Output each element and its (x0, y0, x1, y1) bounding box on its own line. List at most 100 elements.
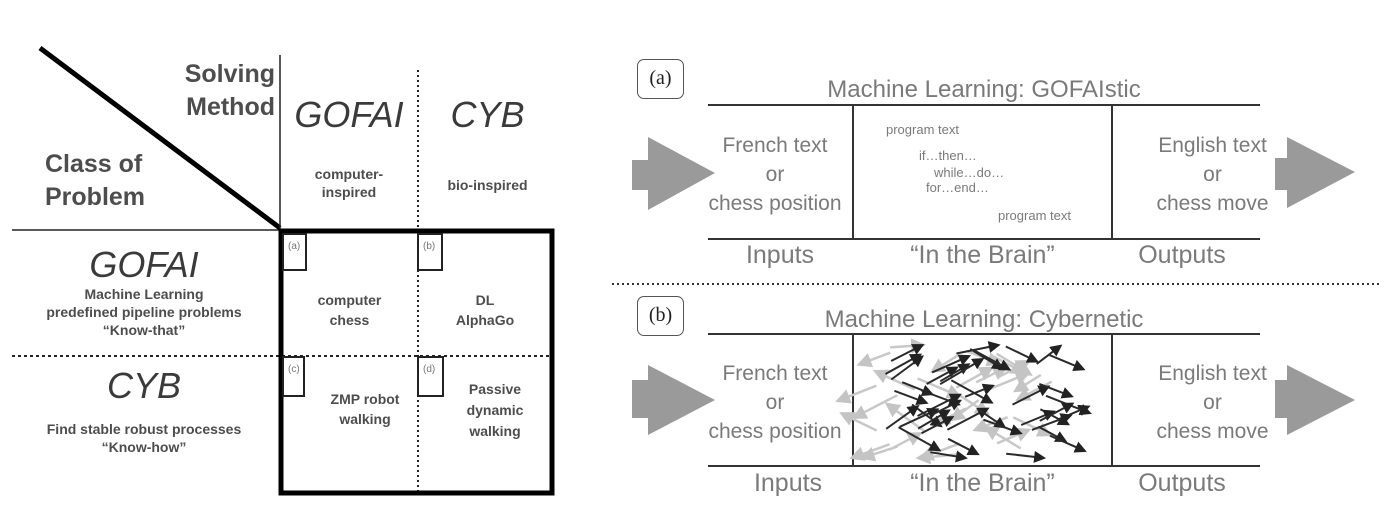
cell-text-line: chess (329, 312, 370, 328)
panel-a-input-arrow-icon (632, 137, 715, 210)
panel-a-title: Machine Learning: GOFAIstic (827, 76, 1141, 103)
network-arrow (1020, 409, 1056, 426)
network-arrow (964, 383, 995, 398)
row-subtitle-line: “Know-how” (101, 439, 187, 455)
network-arrow (1031, 413, 1073, 431)
cell-computer-chess: computer chess (283, 290, 416, 330)
row-subtitle-line: Find stable robust processes (46, 421, 242, 437)
panel-a-output-text: English text or chess move (1130, 131, 1295, 218)
cell-tag-c: (c) (282, 356, 305, 397)
row-header-title-line: Problem (45, 183, 146, 211)
network-arrow-faint (884, 402, 926, 433)
cell-tag-b: (b) (417, 233, 443, 271)
row-subtitle-line: predefined pipeline problems (46, 304, 242, 320)
network-arrow (885, 404, 920, 430)
column-header-title: Solving Method (150, 58, 275, 124)
panel-b-badge: (b) (637, 296, 684, 336)
network-arrow-faint (1015, 380, 1053, 401)
cell-dl-alphago: DL AlphaGo (420, 290, 550, 330)
network-arrow (894, 389, 929, 406)
row-header-title-line: Class of (45, 150, 143, 178)
network-arrow (1039, 402, 1075, 422)
row-header-gofai: GOFAI Machine Learning predefined pipeli… (10, 245, 278, 339)
cell-passive-dynamic-walking: Passive dynamic walking (435, 379, 555, 442)
cell-text-line: walking (339, 411, 391, 427)
network-arrow (931, 399, 963, 416)
panel-a-label-brain: “In the Brain” (910, 241, 1055, 269)
panel-a-badge: (a) (637, 59, 684, 99)
cell-tag-d: (d) (417, 356, 444, 397)
column-header-cyb: CYB bio-inspired (420, 95, 555, 194)
program-text-line: while…do… (934, 165, 1005, 180)
network-arrow (926, 366, 959, 385)
network-arrow (947, 437, 980, 456)
output-line: chess move (1156, 192, 1269, 215)
network-arrow-faint (859, 445, 898, 462)
network-arrow (917, 409, 951, 430)
input-line: or (765, 391, 785, 414)
cell-text-line: Passive (468, 381, 522, 397)
input-line: chess position (708, 420, 842, 443)
cell-zmp-walking: ZMP robot walking (300, 389, 430, 429)
network-arrow (950, 379, 994, 404)
input-line: French text (722, 134, 828, 157)
network-arrow (930, 450, 968, 463)
network-arrow-faint (872, 369, 916, 391)
network-arrow (1049, 434, 1087, 453)
column-subtitle: computer- inspired (283, 165, 415, 201)
input-line: French text (722, 362, 828, 385)
cell-text-line: computer (317, 292, 382, 308)
row-subtitle-line: Machine Learning (84, 286, 204, 302)
panel-b-label-inputs: Inputs (753, 469, 823, 497)
network-arrow (1006, 450, 1047, 463)
network-arrow-faint (929, 354, 959, 373)
row-name: CYB (106, 365, 182, 406)
program-text-line: if…then… (919, 148, 977, 163)
panel-b-input-arrow-icon (632, 365, 715, 435)
panel-a-label-outputs: Outputs (1138, 241, 1226, 269)
column-subtitle-line: bio-inspired (447, 177, 528, 193)
program-text-line: program text (886, 122, 959, 137)
output-line: English text (1158, 362, 1267, 385)
column-subtitle-line: computer- (314, 166, 384, 182)
cell-text-line: AlphaGo (455, 312, 515, 328)
row-header-cyb: CYB Find stable robust processes “Know-h… (10, 366, 278, 456)
network-arrow-faint (851, 394, 898, 419)
network-arrow (1038, 382, 1074, 399)
network-arrow (1036, 344, 1063, 365)
output-line: chess move (1156, 420, 1269, 443)
column-header-title-line: Method (186, 93, 275, 121)
network-arrow (1012, 385, 1051, 406)
network-arrows-dark (885, 341, 1092, 463)
row-subtitle: Machine Learning predefined pipeline pro… (10, 285, 278, 339)
panel-b-label-brain: “In the Brain” (910, 469, 1055, 497)
network-arrow (931, 354, 972, 374)
output-line: or (1203, 163, 1222, 186)
network-arrow (983, 418, 1023, 436)
column-name: GOFAI (294, 94, 404, 135)
network-arrow-faint (1012, 373, 1042, 393)
corner-diagonal-line (38, 46, 282, 230)
network-arrow-faint (917, 377, 963, 399)
network-arrow (939, 363, 971, 383)
network-arrow (1045, 394, 1092, 416)
row-name: GOFAI (89, 244, 199, 285)
program-text-line: for…end… (926, 180, 989, 195)
panel-a-input-text: French text or chess position (700, 131, 850, 218)
network-arrow-faint (955, 366, 995, 389)
cell-text-line: ZMP robot (330, 391, 400, 407)
network-arrow-faint (1012, 416, 1053, 437)
cell-text-line: DL (475, 292, 495, 308)
cell-tag-a: (a) (282, 233, 307, 271)
column-subtitle-line: inspired (321, 184, 377, 200)
network-arrow (890, 344, 925, 362)
network-arrow (917, 393, 962, 417)
network-arrow-faint (835, 384, 877, 404)
panel-b-title: Machine Learning: Cybernetic (824, 306, 1144, 333)
column-header-title-line: Solving (184, 60, 275, 88)
network-arrow (921, 416, 955, 435)
program-text-line: program text (998, 208, 1071, 223)
network-arrow-faint (839, 412, 878, 432)
network-arrow (1037, 425, 1068, 443)
panel-b-output-arrow-icon (1275, 365, 1355, 435)
